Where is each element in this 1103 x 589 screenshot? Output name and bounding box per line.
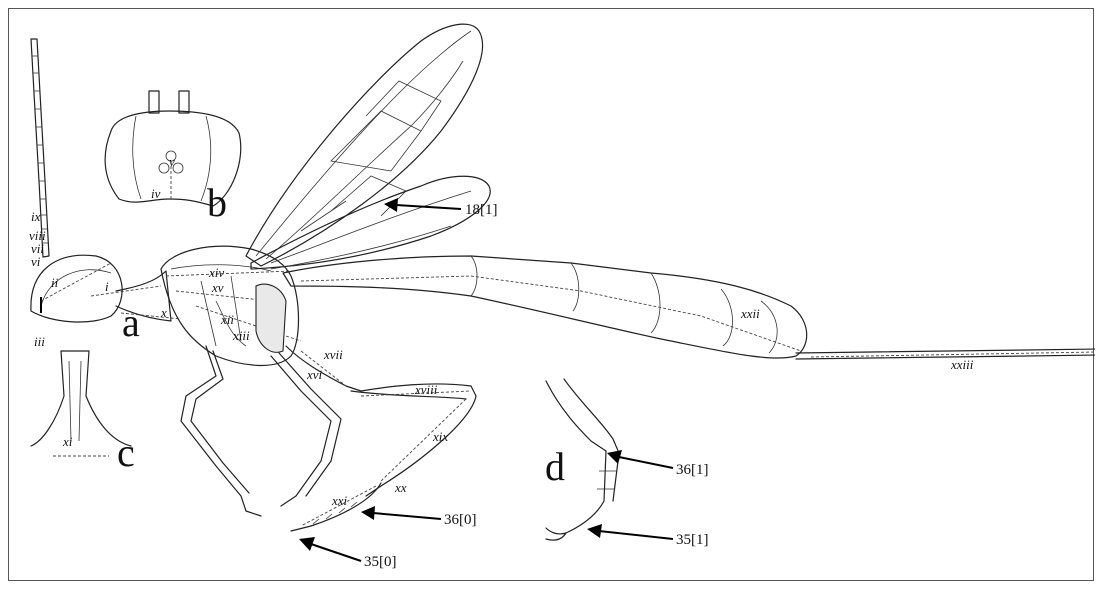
label-xxii: xxii bbox=[740, 306, 760, 321]
label-v: v bbox=[169, 154, 175, 169]
label-iv: iv bbox=[151, 186, 161, 201]
label-xi: xi bbox=[62, 434, 73, 449]
propodeum-drawing bbox=[31, 351, 131, 456]
label-iii: iii bbox=[34, 334, 45, 349]
label-xxiii: xxiii bbox=[950, 357, 974, 372]
label-xix: xix bbox=[432, 429, 448, 444]
wings bbox=[246, 24, 490, 269]
figure-frame: a b c d i ii iii iv v vi vii viii ix x x… bbox=[8, 8, 1094, 581]
state-label-tarsus-d: 36[1] bbox=[676, 462, 709, 478]
character-labels: i ii iii iv v vi vii viii ix x xi xii xi… bbox=[29, 154, 974, 508]
panel-label-b: b bbox=[207, 180, 227, 225]
state-label-tarsus-a: 36[0] bbox=[444, 512, 477, 528]
state-label-claw-d: 35[1] bbox=[676, 532, 709, 548]
label-xviii: xviii bbox=[414, 382, 438, 397]
label-ii: ii bbox=[51, 275, 59, 290]
label-xv: xv bbox=[211, 280, 224, 295]
label-vii: vii bbox=[31, 241, 44, 256]
label-xvii: xvii bbox=[323, 347, 343, 362]
panel-label-a: a bbox=[122, 300, 140, 345]
panel-label-d: d bbox=[545, 444, 565, 489]
label-xiv: xiv bbox=[208, 265, 224, 280]
label-xii: xii bbox=[220, 312, 234, 327]
label-vi: vi bbox=[31, 254, 41, 269]
metasoma bbox=[283, 256, 1095, 359]
label-x: x bbox=[160, 305, 167, 320]
state-label-wing: 18[1] bbox=[465, 202, 498, 218]
wasp-morphology-figure: a b c d i ii iii iv v vi vii viii ix x x… bbox=[9, 9, 1095, 582]
label-xiii: xiii bbox=[232, 328, 250, 343]
label-viii: viii bbox=[29, 228, 46, 243]
antenna bbox=[31, 39, 49, 257]
label-xx: xx bbox=[394, 480, 407, 495]
panel-label-c: c bbox=[117, 430, 135, 475]
label-i: i bbox=[105, 279, 109, 294]
label-xvi: xvi bbox=[306, 367, 323, 382]
state-label-claw-a: 35[0] bbox=[364, 554, 397, 570]
label-xxi: xxi bbox=[331, 493, 348, 508]
label-ix: ix bbox=[31, 209, 41, 224]
